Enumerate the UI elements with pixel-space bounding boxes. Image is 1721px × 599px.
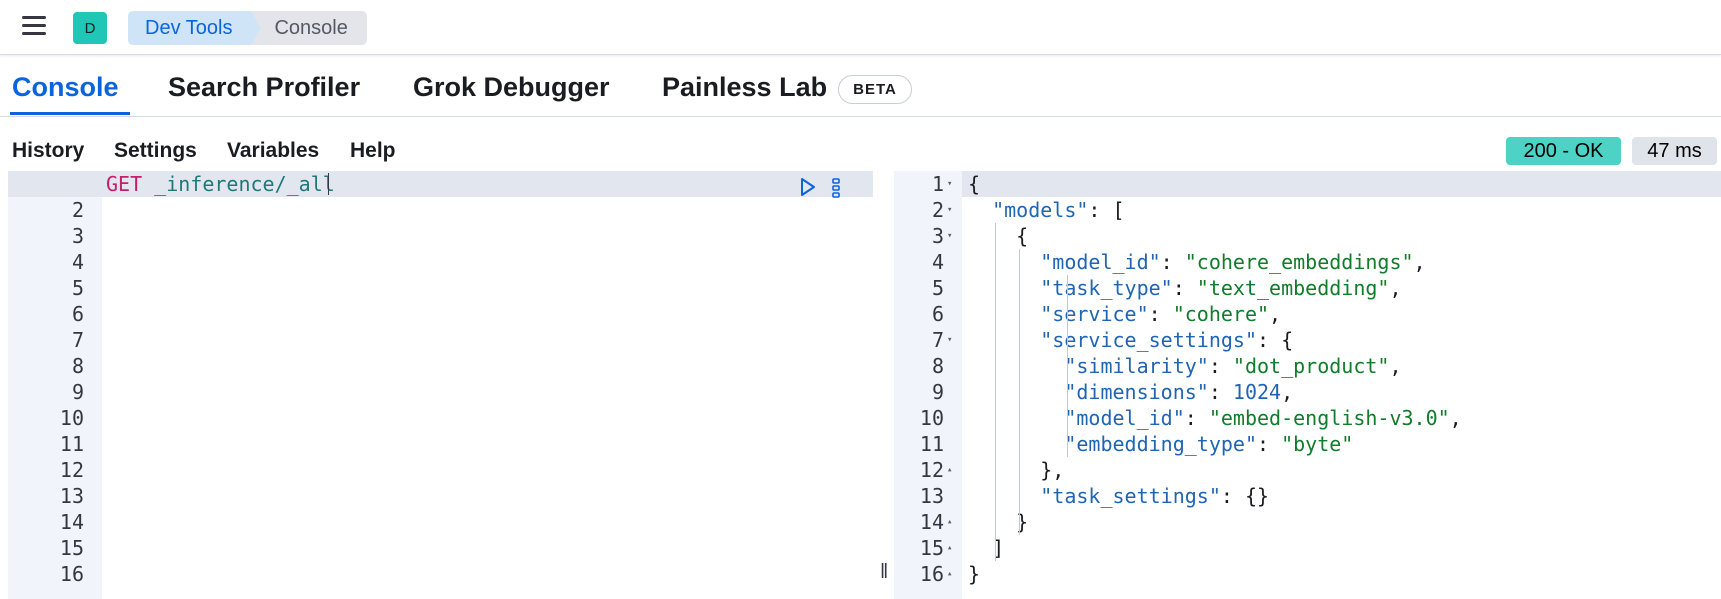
line-number: 3	[931, 224, 944, 248]
line-number: 4	[931, 250, 944, 274]
line-number: 11	[919, 432, 944, 456]
breadcrumb-dev-tools[interactable]: Dev Tools	[128, 11, 260, 45]
active-line-highlight	[8, 171, 873, 197]
line-number: 12	[919, 458, 944, 482]
line-number: 10	[919, 406, 944, 430]
tab-grok-debugger[interactable]: Grok Debugger	[413, 72, 610, 102]
line-number: 12	[59, 458, 84, 482]
status-badge: 200 - OK	[1506, 137, 1621, 165]
line-number: 16	[919, 562, 944, 586]
response-line: "service": "cohere",	[1040, 302, 1282, 326]
response-line: "embedding_type": "byte"	[1064, 432, 1354, 456]
line-number: 6	[931, 302, 944, 326]
line-number: 9	[931, 380, 944, 404]
line-number: 15	[59, 536, 84, 560]
breadcrumb: Dev Tools Console	[128, 11, 367, 45]
response-line: },	[968, 458, 1065, 482]
vertical-dots-icon[interactable]	[831, 177, 841, 199]
request-method: GET	[106, 172, 143, 196]
line-number: 14	[59, 510, 84, 534]
fold-expand-icon[interactable]: ▴	[947, 569, 953, 579]
space-avatar[interactable]: D	[73, 12, 107, 44]
active-tab-indicator	[10, 112, 130, 115]
response-line: "task_settings": {}	[1040, 484, 1270, 508]
indent-guide	[995, 223, 997, 561]
line-number: 15	[919, 536, 944, 560]
response-line: "models": [	[992, 198, 1125, 222]
line-number: 7	[71, 328, 84, 352]
beta-badge: BETA	[838, 75, 912, 104]
line-number: 2	[71, 198, 84, 222]
fold-expand-icon[interactable]: ▴	[947, 543, 953, 553]
line-number: 6	[71, 302, 84, 326]
response-line: {	[968, 224, 1029, 248]
help-link[interactable]: Help	[350, 139, 396, 162]
indent-guide	[1067, 275, 1069, 457]
response-line: {	[968, 172, 981, 196]
response-line: "task_type": "text_embedding",	[1040, 276, 1402, 300]
fold-expand-icon[interactable]: ▴	[947, 465, 953, 475]
line-number: 10	[59, 406, 84, 430]
response-active-line	[962, 171, 1721, 197]
top-header: D Dev Tools Console	[0, 0, 1721, 55]
line-number: 8	[71, 354, 84, 378]
response-line: "service_settings": {	[1040, 328, 1294, 352]
play-icon[interactable]	[799, 177, 817, 197]
line-number: 11	[59, 432, 84, 456]
response-line: "similarity": "dot_product",	[1064, 354, 1402, 378]
dev-tools-tabs: Console Search Profiler Grok Debugger Pa…	[0, 56, 1721, 117]
response-line: "dimensions": 1024,	[1064, 380, 1294, 404]
breadcrumb-console: Console	[252, 11, 367, 45]
fold-collapse-icon[interactable]: ▾	[947, 179, 953, 189]
line-number: 1	[931, 172, 944, 196]
line-number: 14	[919, 510, 944, 534]
pane-divider	[875, 171, 894, 599]
line-number: 3	[71, 224, 84, 248]
fold-expand-icon[interactable]: ▴	[947, 517, 953, 527]
line-number: 9	[71, 380, 84, 404]
line-number: 2	[931, 198, 944, 222]
text-cursor	[328, 173, 329, 195]
line-number: 8	[931, 354, 944, 378]
line-number: 13	[59, 484, 84, 508]
fold-collapse-icon[interactable]: ▾	[947, 205, 953, 215]
response-line: }	[968, 562, 981, 586]
line-number: 5	[931, 276, 944, 300]
response-line: "model_id": "embed-english-v3.0",	[1064, 406, 1462, 430]
line-number: 16	[59, 562, 84, 586]
hamburger-menu-icon[interactable]	[22, 16, 46, 36]
request-gutter: 12345678910111213141516	[8, 171, 102, 599]
fold-collapse-icon[interactable]: ▾	[947, 335, 953, 345]
history-link[interactable]: History	[12, 139, 85, 162]
response-line: ]	[968, 536, 1005, 560]
line-number: 13	[919, 484, 944, 508]
tab-search-profiler[interactable]: Search Profiler	[168, 72, 361, 102]
variables-link[interactable]: Variables	[227, 139, 320, 162]
tab-console[interactable]: Console	[12, 72, 119, 102]
request-path: _inference/_all	[142, 172, 335, 196]
fold-collapse-icon[interactable]: ▾	[947, 231, 953, 241]
request-line[interactable]: GET _inference/_all	[106, 171, 335, 197]
response-line: "model_id": "cohere_embeddings",	[1040, 250, 1426, 274]
line-number: 7	[931, 328, 944, 352]
pane-resizer[interactable]: ‖	[880, 561, 889, 583]
request-time-badge: 47 ms	[1632, 137, 1717, 165]
line-number: 5	[71, 276, 84, 300]
tab-painless-lab[interactable]: Painless Lab	[662, 72, 828, 102]
indent-guide	[1019, 249, 1021, 535]
line-number: 4	[71, 250, 84, 274]
settings-link[interactable]: Settings	[114, 139, 197, 162]
